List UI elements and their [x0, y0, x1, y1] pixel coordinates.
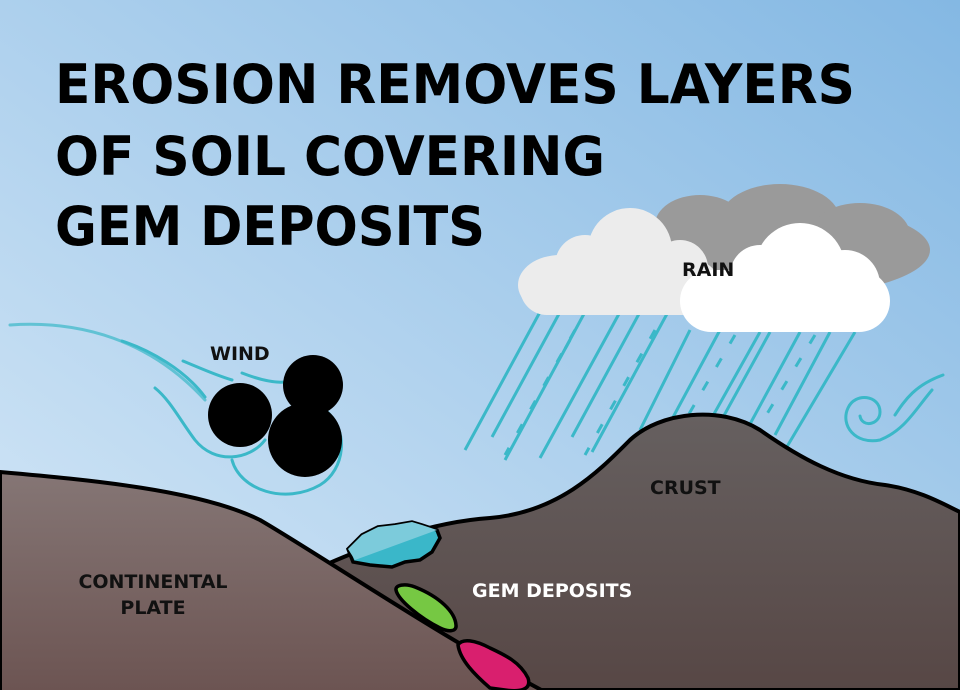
title: EROSION REMOVES LAYERS OF SOIL COVERING … — [55, 53, 855, 258]
title-line-3: GEM DEPOSITS — [55, 195, 485, 258]
wind-label: WIND — [210, 343, 270, 365]
rain-label: RAIN — [682, 259, 734, 281]
title-line-2: OF SOIL COVERING — [55, 125, 605, 188]
crust — [313, 412, 960, 690]
cloud-white — [680, 223, 890, 332]
title-line-1: EROSION REMOVES LAYERS — [55, 53, 855, 116]
crust-label: CRUST — [650, 477, 721, 499]
wind-swirl-right — [844, 373, 945, 443]
gem-pink — [456, 639, 531, 690]
gem-deposits — [345, 520, 531, 690]
gem-deposits-label: GEM DEPOSITS — [472, 580, 632, 602]
rain-clouds: RAIN — [518, 184, 930, 332]
continental-plate-label-line2: PLATE — [120, 597, 185, 619]
wind-swirl-left: WIND — [8, 322, 343, 496]
continental-plate-label-line1: CONTINENTAL — [78, 571, 227, 593]
gem-green — [394, 583, 458, 633]
cloud-light — [518, 208, 720, 315]
